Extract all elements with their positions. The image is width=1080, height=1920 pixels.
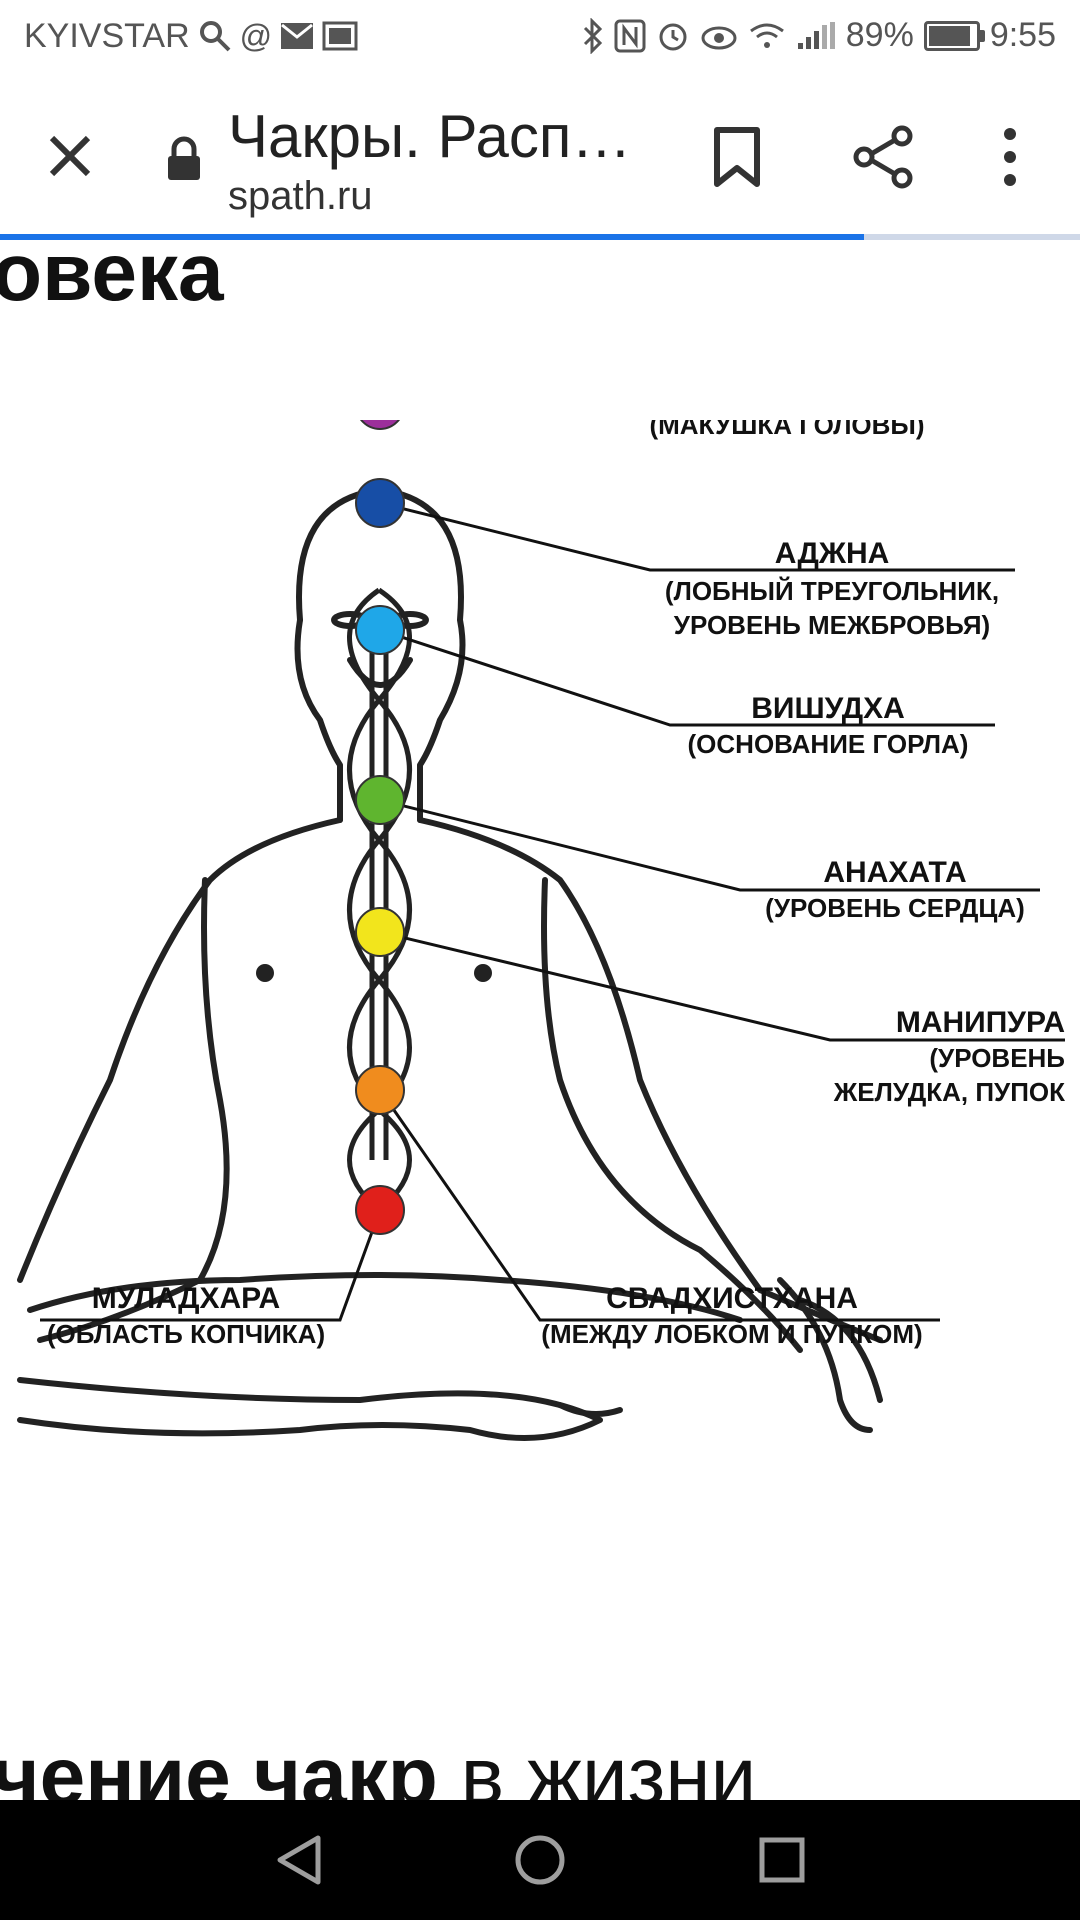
chakra-dot (355, 478, 405, 528)
wifi-icon (749, 23, 784, 48)
alarm-icon (659, 23, 687, 50)
chakra-location-label: (МЕЖДУ ЛОБКОМ И ПУПКОМ) (541, 1319, 922, 1349)
chakra-name-label: АНАХАТА (823, 856, 966, 889)
article-heading-top: овека (0, 227, 224, 318)
chakra-leader-line (40, 1209, 382, 1322)
close-icon[interactable] (40, 126, 100, 186)
share-icon[interactable] (850, 124, 916, 190)
chakra-location-label: (УРОВЕНЬ (929, 1043, 1065, 1073)
chakra-leader-line (378, 1089, 940, 1322)
chakra-diagram: САХАСРАРА(МАКУШКА ГОЛОВЫ)АДЖНА(ЛОБНЫЙ ТР… (17, 420, 1065, 1441)
chakra-layer: САХАСРАРА(МАКУШКА ГОЛОВЫ)АДЖНА(ЛОБНЫЙ ТР… (40, 420, 1065, 1349)
recents-icon[interactable] (752, 1830, 812, 1890)
search-icon (199, 21, 231, 52)
chakra-location-label: (ОСНОВАНИЕ ГОРЛА) (688, 729, 969, 759)
back-icon[interactable] (270, 1830, 330, 1890)
page-url[interactable]: spath.ru (228, 174, 373, 218)
chakra-location-label: (ЛОБНЫЙ ТРЕУГОЛЬНИК, (665, 576, 999, 606)
chakra-dot (355, 1065, 405, 1115)
chakra-dot (360, 420, 400, 430)
page-title[interactable]: Чакры. Расп… (228, 103, 632, 170)
meditating-figure (17, 487, 883, 1441)
chakra-dot (355, 907, 405, 957)
nfc-icon (614, 19, 646, 52)
status-left: KYIVSTAR @ (24, 16, 358, 56)
chakra-name-label: ВИШУДХА (751, 692, 905, 725)
navigation-bar (0, 1800, 1080, 1920)
bluetooth-icon (583, 17, 602, 54)
battery-percent: 89% (845, 16, 914, 54)
page-load-progress (0, 234, 1080, 240)
chakra-leader-line (379, 798, 1040, 892)
chakra-name-label: МАНИПУРА (896, 1006, 1065, 1039)
chakra-dot (355, 775, 405, 825)
bookmark-icon[interactable] (712, 126, 762, 188)
nipple-left (256, 964, 274, 982)
mail-alt-icon (322, 21, 358, 51)
chakra-location-label: УРОВЕНЬ МЕЖБРОВЬЯ) (674, 610, 990, 640)
chakra-name-label: СВАДХИСТХАНА (606, 1282, 858, 1315)
chakra-location-label: (МАКУШКА ГОЛОВЫ) (649, 420, 924, 440)
lock-icon (168, 136, 200, 180)
status-bar: KYIVSTAR @ 89% 9:55 (0, 0, 1080, 76)
chakra-location-label: ЖЕЛУДКА, ПУПОК (833, 1077, 1065, 1107)
chakra-dot (355, 605, 405, 655)
at-icon: @ (239, 18, 273, 54)
battery-icon (923, 20, 985, 51)
home-icon[interactable] (510, 1830, 570, 1890)
battery-fill (928, 25, 970, 46)
chakra-name-label: МУЛАДХАРА (92, 1282, 280, 1315)
status-right: 89% 9:55 (582, 16, 1056, 55)
chakra-location-label: (УРОВЕНЬ СЕРДЦА) (765, 893, 1025, 923)
browser-toolbar: Чакры. Расп… spath.ru (0, 76, 1080, 236)
progress-fill (0, 234, 864, 240)
chakra-leader-line (379, 628, 995, 727)
clock: 9:55 (989, 16, 1056, 54)
eye-icon (701, 26, 737, 49)
mail-icon (281, 23, 314, 49)
more-options-icon[interactable] (990, 124, 1030, 190)
carrier-label: KYIVSTAR (24, 16, 190, 55)
signal-icon (797, 21, 835, 49)
chakra-location-label: (ОБЛАСТЬ КОПЧИКА) (47, 1319, 325, 1349)
chakra-dot (355, 1185, 405, 1235)
chakra-leader-line (379, 930, 1065, 1042)
chakra-name-label: АДЖНА (775, 537, 890, 570)
nipple-right (474, 964, 492, 982)
chakra-leader-line (379, 501, 1015, 572)
